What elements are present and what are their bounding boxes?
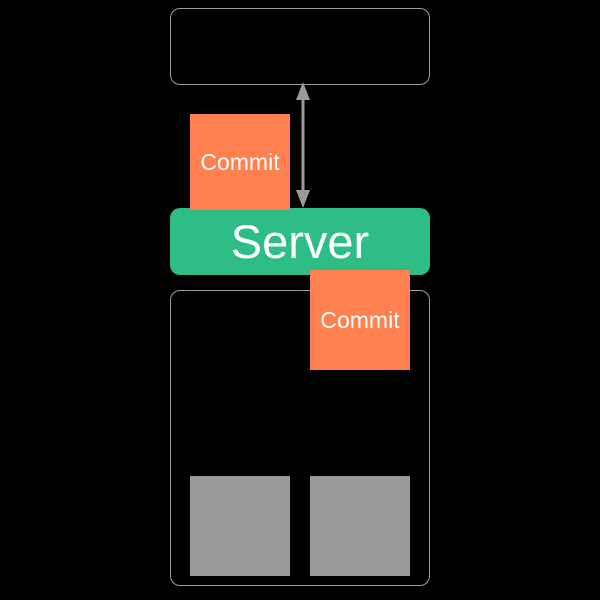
sync-arrow-svg — [296, 82, 310, 208]
server-label: Server — [230, 215, 370, 268]
commit-card-incoming[interactable]: Commit — [310, 270, 410, 370]
client-panel[interactable] — [170, 8, 430, 85]
bidirectional-sync-arrow-icon — [290, 80, 316, 210]
repository-tile-right[interactable] — [310, 476, 410, 576]
commit-card-incoming-label: Commit — [320, 306, 400, 333]
commit-card-outgoing[interactable]: Commit — [190, 114, 290, 210]
repository-panel[interactable] — [170, 290, 430, 586]
repository-tile-left[interactable] — [190, 476, 290, 576]
sync-arrow-head-down — [296, 190, 310, 208]
sync-arrow-head-up — [296, 82, 310, 100]
commit-card-outgoing-label: Commit — [200, 148, 280, 175]
server-bar[interactable]: Server — [170, 208, 430, 275]
